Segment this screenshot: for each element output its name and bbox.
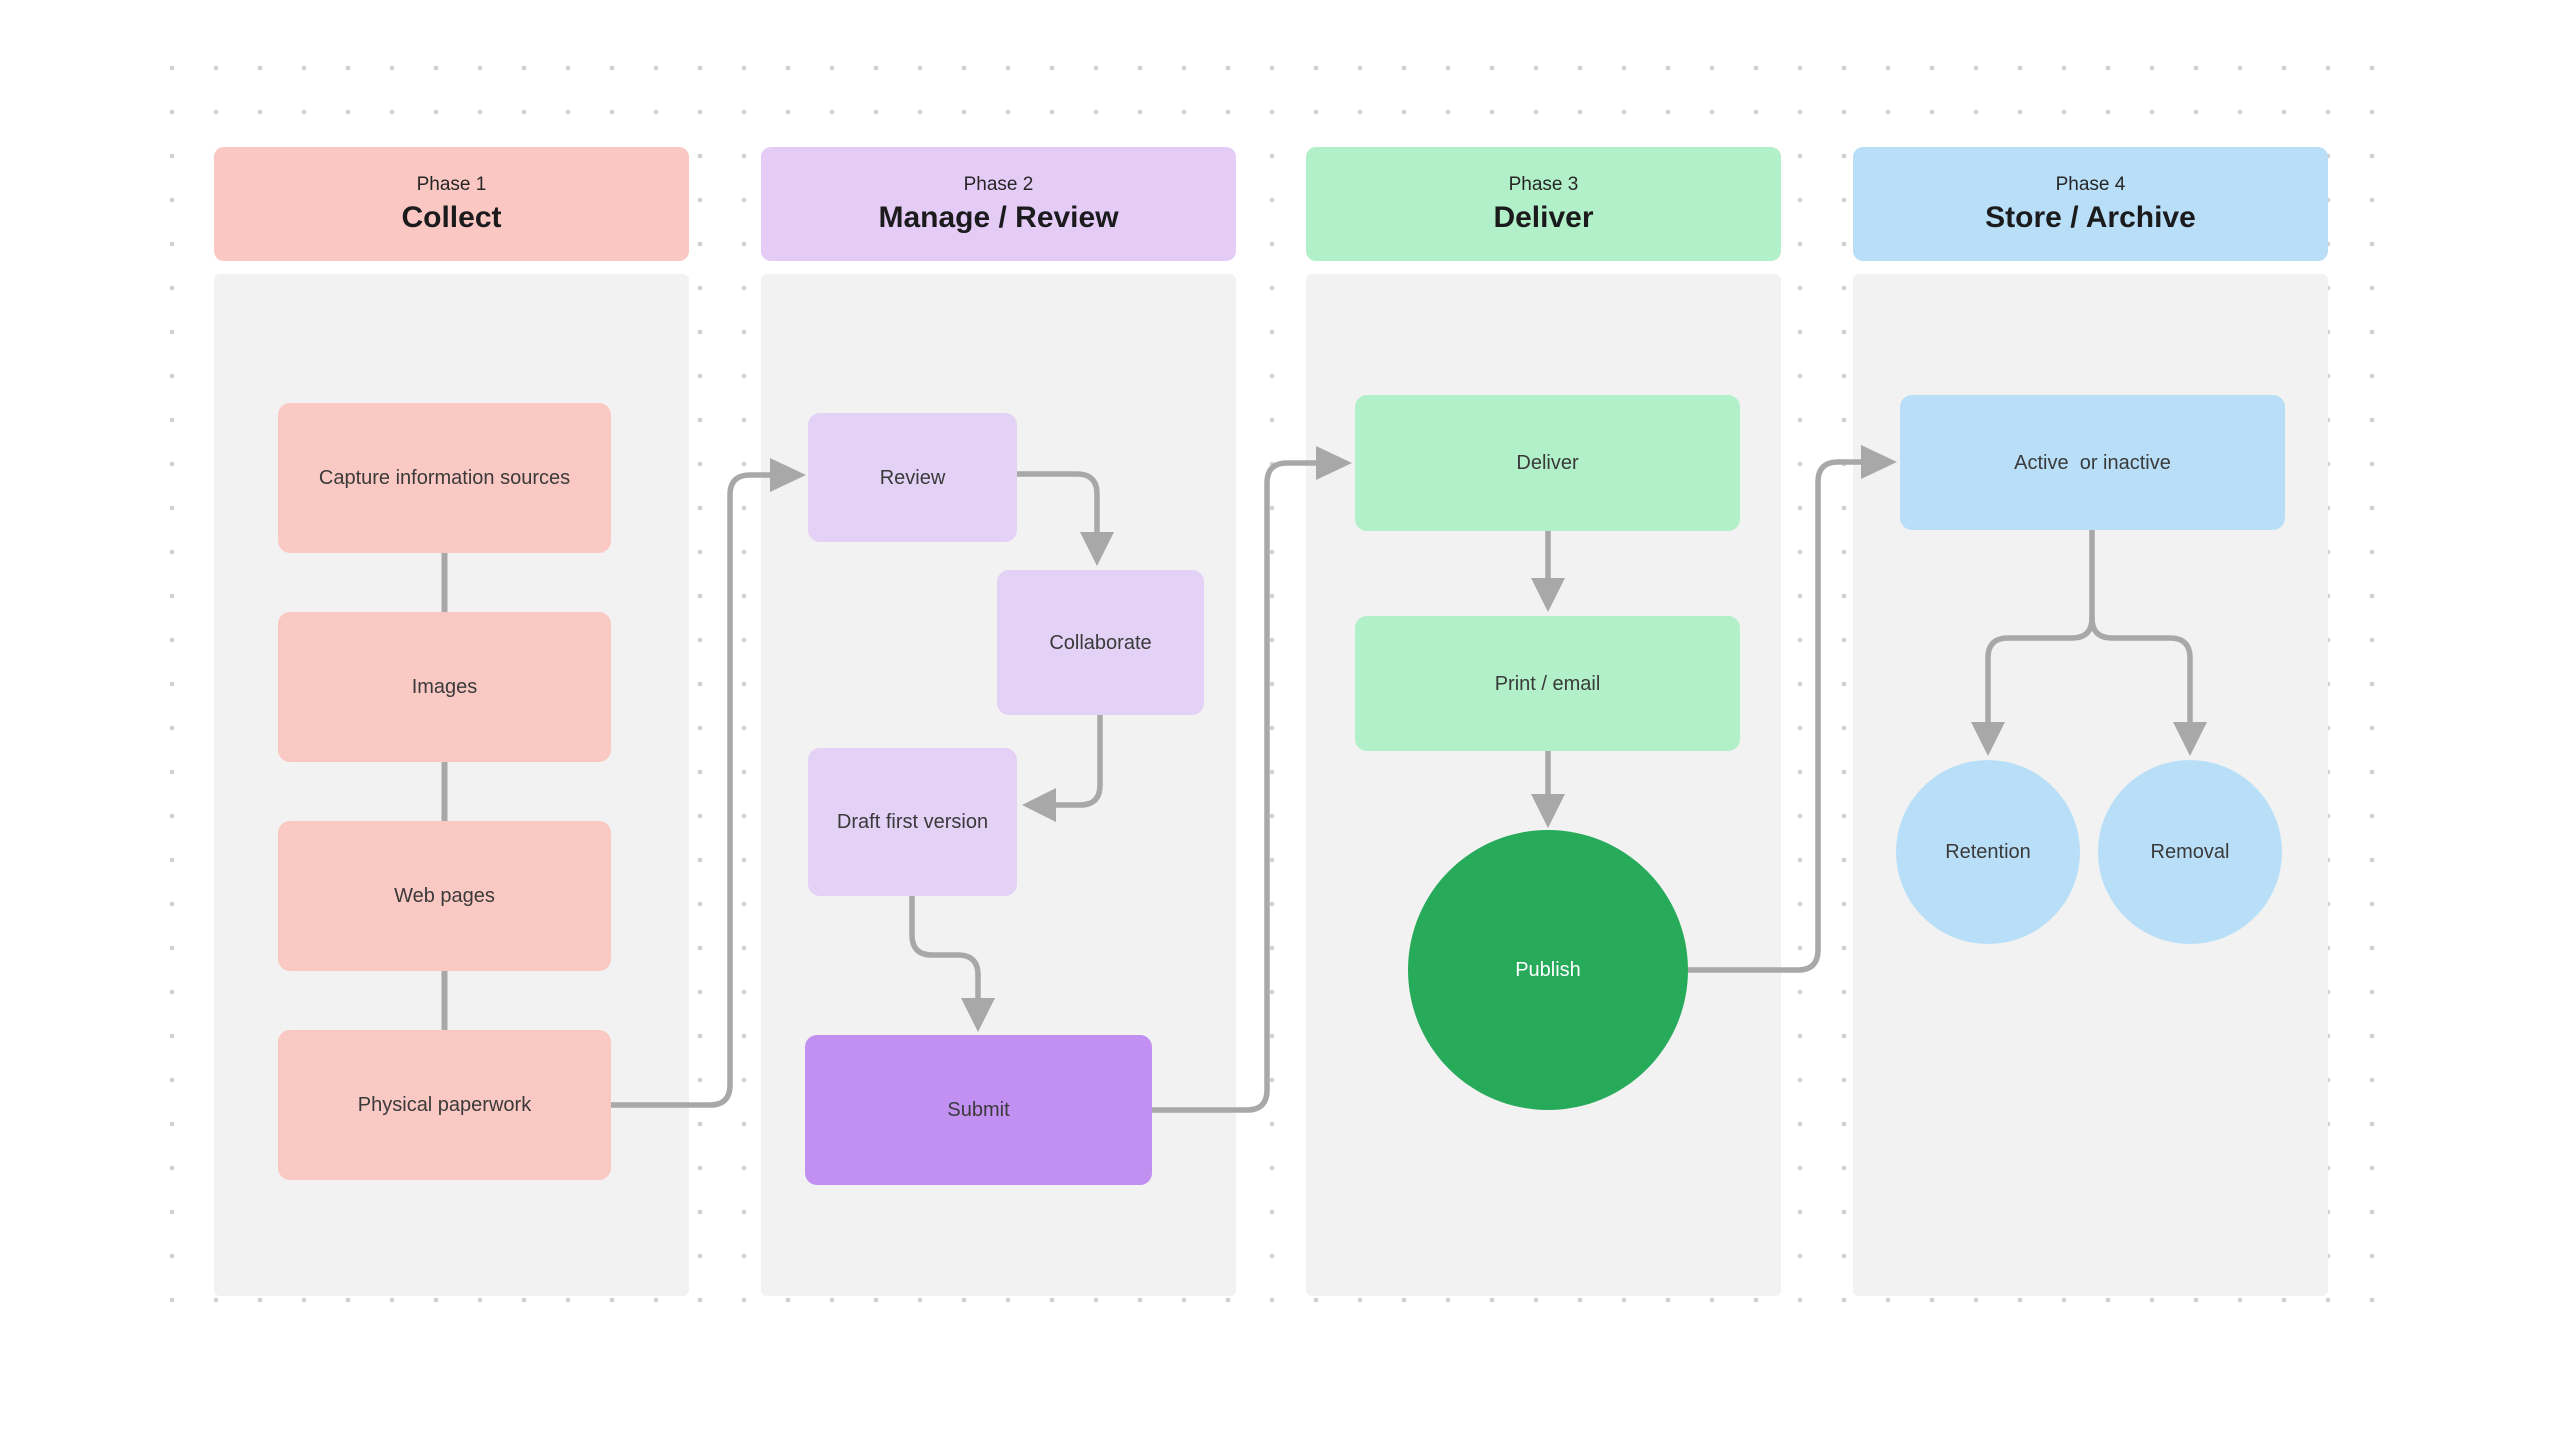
node-draft-first-version[interactable]: Draft first version <box>808 748 1017 896</box>
node-submit[interactable]: Submit <box>805 1035 1152 1185</box>
node-label: Deliver <box>1516 452 1579 474</box>
node-label: Collaborate <box>1049 631 1152 654</box>
phase-3-header[interactable]: Phase 3 Deliver <box>1306 147 1781 261</box>
node-label: Active or inactive <box>2014 451 2171 474</box>
phase-4-title: Store / Archive <box>1985 201 2196 234</box>
phase-2-header[interactable]: Phase 2 Manage / Review <box>761 147 1236 261</box>
phase-1-eyebrow: Phase 1 <box>416 174 487 195</box>
node-deliver[interactable]: Deliver <box>1355 395 1740 531</box>
node-label: Retention <box>1945 841 2031 863</box>
node-publish[interactable]: Publish <box>1408 830 1688 1110</box>
phase-4-header[interactable]: Phase 4 Store / Archive <box>1853 147 2328 261</box>
node-label: Review <box>879 466 946 489</box>
node-print-email[interactable]: Print / email <box>1355 616 1740 751</box>
phase-2-title: Manage / Review <box>878 201 1119 234</box>
node-physical-paperwork[interactable]: Physical paperwork <box>278 1030 611 1180</box>
phase-2-eyebrow: Phase 2 <box>963 174 1034 195</box>
phase-4-eyebrow: Phase 4 <box>2055 174 2126 195</box>
node-capture-information-sources[interactable]: Capture information sources <box>278 403 611 553</box>
phase-3-title: Deliver <box>1493 201 1594 234</box>
node-removal[interactable]: Removal <box>2098 760 2282 944</box>
phase-1-title: Collect <box>401 201 502 234</box>
node-label: Removal <box>2150 841 2230 863</box>
node-web-pages[interactable]: Web pages <box>278 821 611 971</box>
node-label: Publish <box>1515 959 1581 981</box>
phase-3-eyebrow: Phase 3 <box>1508 174 1579 195</box>
node-label: Submit <box>947 1099 1010 1121</box>
node-images[interactable]: Images <box>278 612 611 762</box>
node-label: Capture information sources <box>318 467 571 489</box>
phase-1-header[interactable]: Phase 1 Collect <box>214 147 689 261</box>
node-active-or-inactive[interactable]: Active or inactive <box>1900 395 2285 530</box>
node-review[interactable]: Review <box>808 413 1017 542</box>
node-label: Images <box>411 676 478 698</box>
node-label: Physical paperwork <box>357 1094 532 1116</box>
node-label: Draft first version <box>836 811 989 833</box>
node-collaborate[interactable]: Collaborate <box>997 570 1204 715</box>
node-label: Print / email <box>1494 672 1601 695</box>
node-retention[interactable]: Retention <box>1896 760 2080 944</box>
node-label: Web pages <box>394 885 495 907</box>
